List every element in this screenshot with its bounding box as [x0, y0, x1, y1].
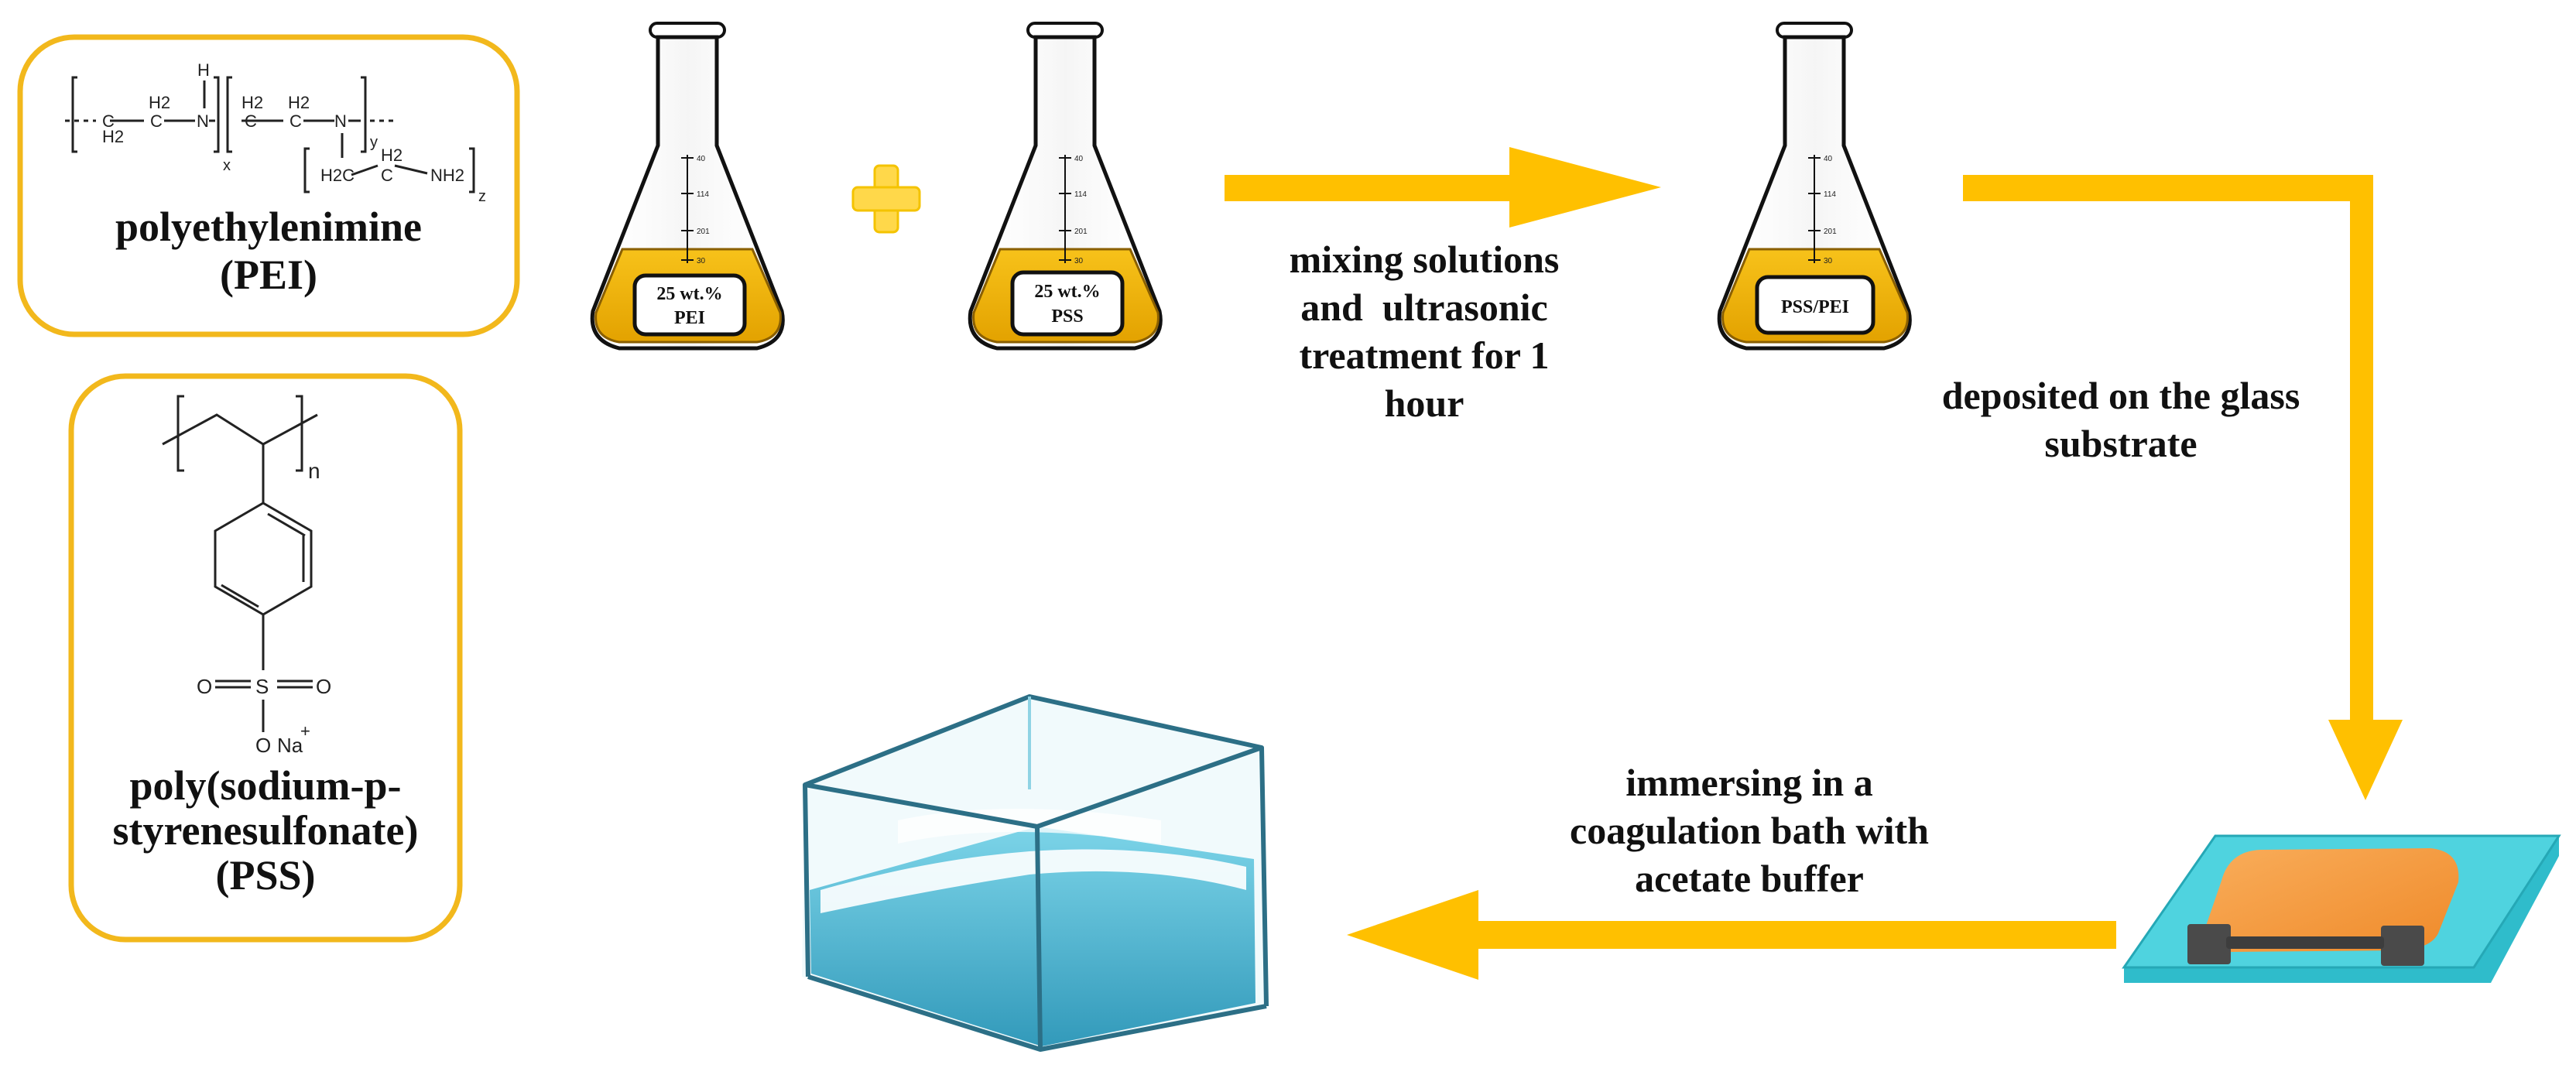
arrow-deposit [1963, 175, 2403, 800]
svg-text:H2: H2 [102, 127, 124, 146]
svg-text:201: 201 [1824, 228, 1837, 236]
svg-text:C: C [289, 111, 302, 131]
svg-text:NH2: NH2 [430, 166, 464, 185]
svg-text:H2: H2 [149, 93, 170, 112]
mixing-line2: and ultrasonic [1300, 286, 1548, 329]
svg-text:+: + [300, 721, 310, 741]
immerse-line3: acetate buffer [1635, 857, 1864, 900]
pei-name-line1: polyethylenimine [115, 204, 422, 250]
pss-name-line2: styrenesulfonate) [112, 807, 419, 854]
svg-text:n: n [308, 459, 320, 483]
svg-text:114: 114 [1074, 190, 1087, 199]
pss-structure-drawing [162, 395, 318, 732]
svg-text:H: H [197, 60, 210, 80]
svg-text:30: 30 [1824, 257, 1833, 265]
svg-text:114: 114 [1824, 190, 1836, 199]
svg-text:N: N [197, 111, 209, 131]
flask-pei: 40 114 201 30 25 wt.% PEI [590, 22, 785, 351]
svg-text:H2: H2 [288, 93, 310, 112]
deposit-line2: substrate [2044, 422, 2197, 465]
immerse-step-label: immersing in a coagulation bath with ace… [1517, 758, 1982, 902]
pss-name-line3: (PSS) [215, 852, 316, 899]
svg-text:30: 30 [697, 257, 706, 265]
svg-text:201: 201 [697, 228, 710, 236]
svg-text:O: O [316, 675, 331, 698]
svg-text:C: C [381, 166, 393, 185]
flask-pss-label-box [1010, 270, 1125, 337]
svg-text:201: 201 [1074, 228, 1088, 236]
svg-text:O: O [197, 675, 212, 698]
svg-text:z: z [478, 188, 486, 205]
svg-text:C: C [245, 111, 257, 131]
mixing-line3: treatment for 1 [1299, 334, 1550, 377]
svg-text:40: 40 [697, 155, 706, 163]
svg-text:S: S [255, 675, 269, 698]
flask-pei-label-box [632, 273, 747, 337]
svg-text:O: O [255, 734, 271, 757]
flask-pss-label-line1: 25 wt.% [1034, 282, 1100, 302]
svg-text:C: C [102, 111, 115, 131]
flask-pss-label-line2: PSS [1051, 306, 1083, 327]
electrodes [2187, 924, 2424, 966]
mixing-line4: hour [1384, 382, 1464, 425]
svg-text:H2: H2 [381, 145, 402, 165]
svg-text:114: 114 [697, 190, 709, 199]
flask-pei-label-line1: 25 wt.% [656, 284, 722, 304]
glass-substrate [2122, 834, 2561, 983]
flask-pei-label-line2: PEI [674, 308, 705, 328]
immerse-line1: immersing in a [1625, 761, 1873, 804]
mixing-step-label: mixing solutions and ultrasonic treatmen… [1208, 235, 1641, 427]
pss-structure-box [68, 373, 463, 943]
pei-structure-box [17, 34, 520, 337]
mixing-line1: mixing solutions [1289, 238, 1560, 281]
pei-name-line2: (PEI) [220, 252, 317, 298]
flask-pss: 40 114 201 30 25 wt.% PSS [968, 22, 1163, 351]
deposit-line1: deposited on the glass [1941, 374, 2300, 417]
plus-icon [851, 164, 921, 234]
svg-text:H2C: H2C [320, 166, 355, 185]
pei-structure-drawing [65, 76, 475, 193]
svg-text:C: C [150, 111, 163, 131]
svg-text:N: N [334, 111, 347, 131]
svg-text:y: y [370, 134, 378, 151]
flask-pss-pei-label: PSS/PEI [1781, 297, 1849, 317]
arrow-immerse [1347, 890, 2116, 980]
svg-text:Na: Na [277, 734, 303, 757]
pss-atom-labels: n S O O O Na + [197, 459, 331, 757]
pss-name: poly(sodium-p- styrenesulfonate) (PSS) [71, 763, 460, 898]
svg-text:40: 40 [1824, 155, 1833, 163]
svg-text:40: 40 [1074, 155, 1084, 163]
svg-text:x: x [223, 157, 231, 174]
svg-text:H2: H2 [242, 93, 263, 112]
pei-name: polyethylenimine (PEI) [20, 203, 517, 299]
pei-atom-labels: H N C H2 C H2 H2 C C H2 N x y H2 H2C C N… [102, 60, 486, 205]
flask-pss-pei-label-box [1755, 275, 1875, 335]
immerse-line2: coagulation bath with [1570, 809, 1929, 852]
coagulation-bath [802, 694, 1269, 1053]
pss-name-line1: poly(sodium-p- [129, 762, 402, 809]
arrow-mixing [1225, 147, 1661, 228]
deposit-step-label: deposited on the glass substrate [1873, 371, 2369, 467]
svg-text:30: 30 [1074, 257, 1084, 265]
flask-pss-pei: 40 114 201 30 PSS/PEI [1717, 22, 1912, 351]
